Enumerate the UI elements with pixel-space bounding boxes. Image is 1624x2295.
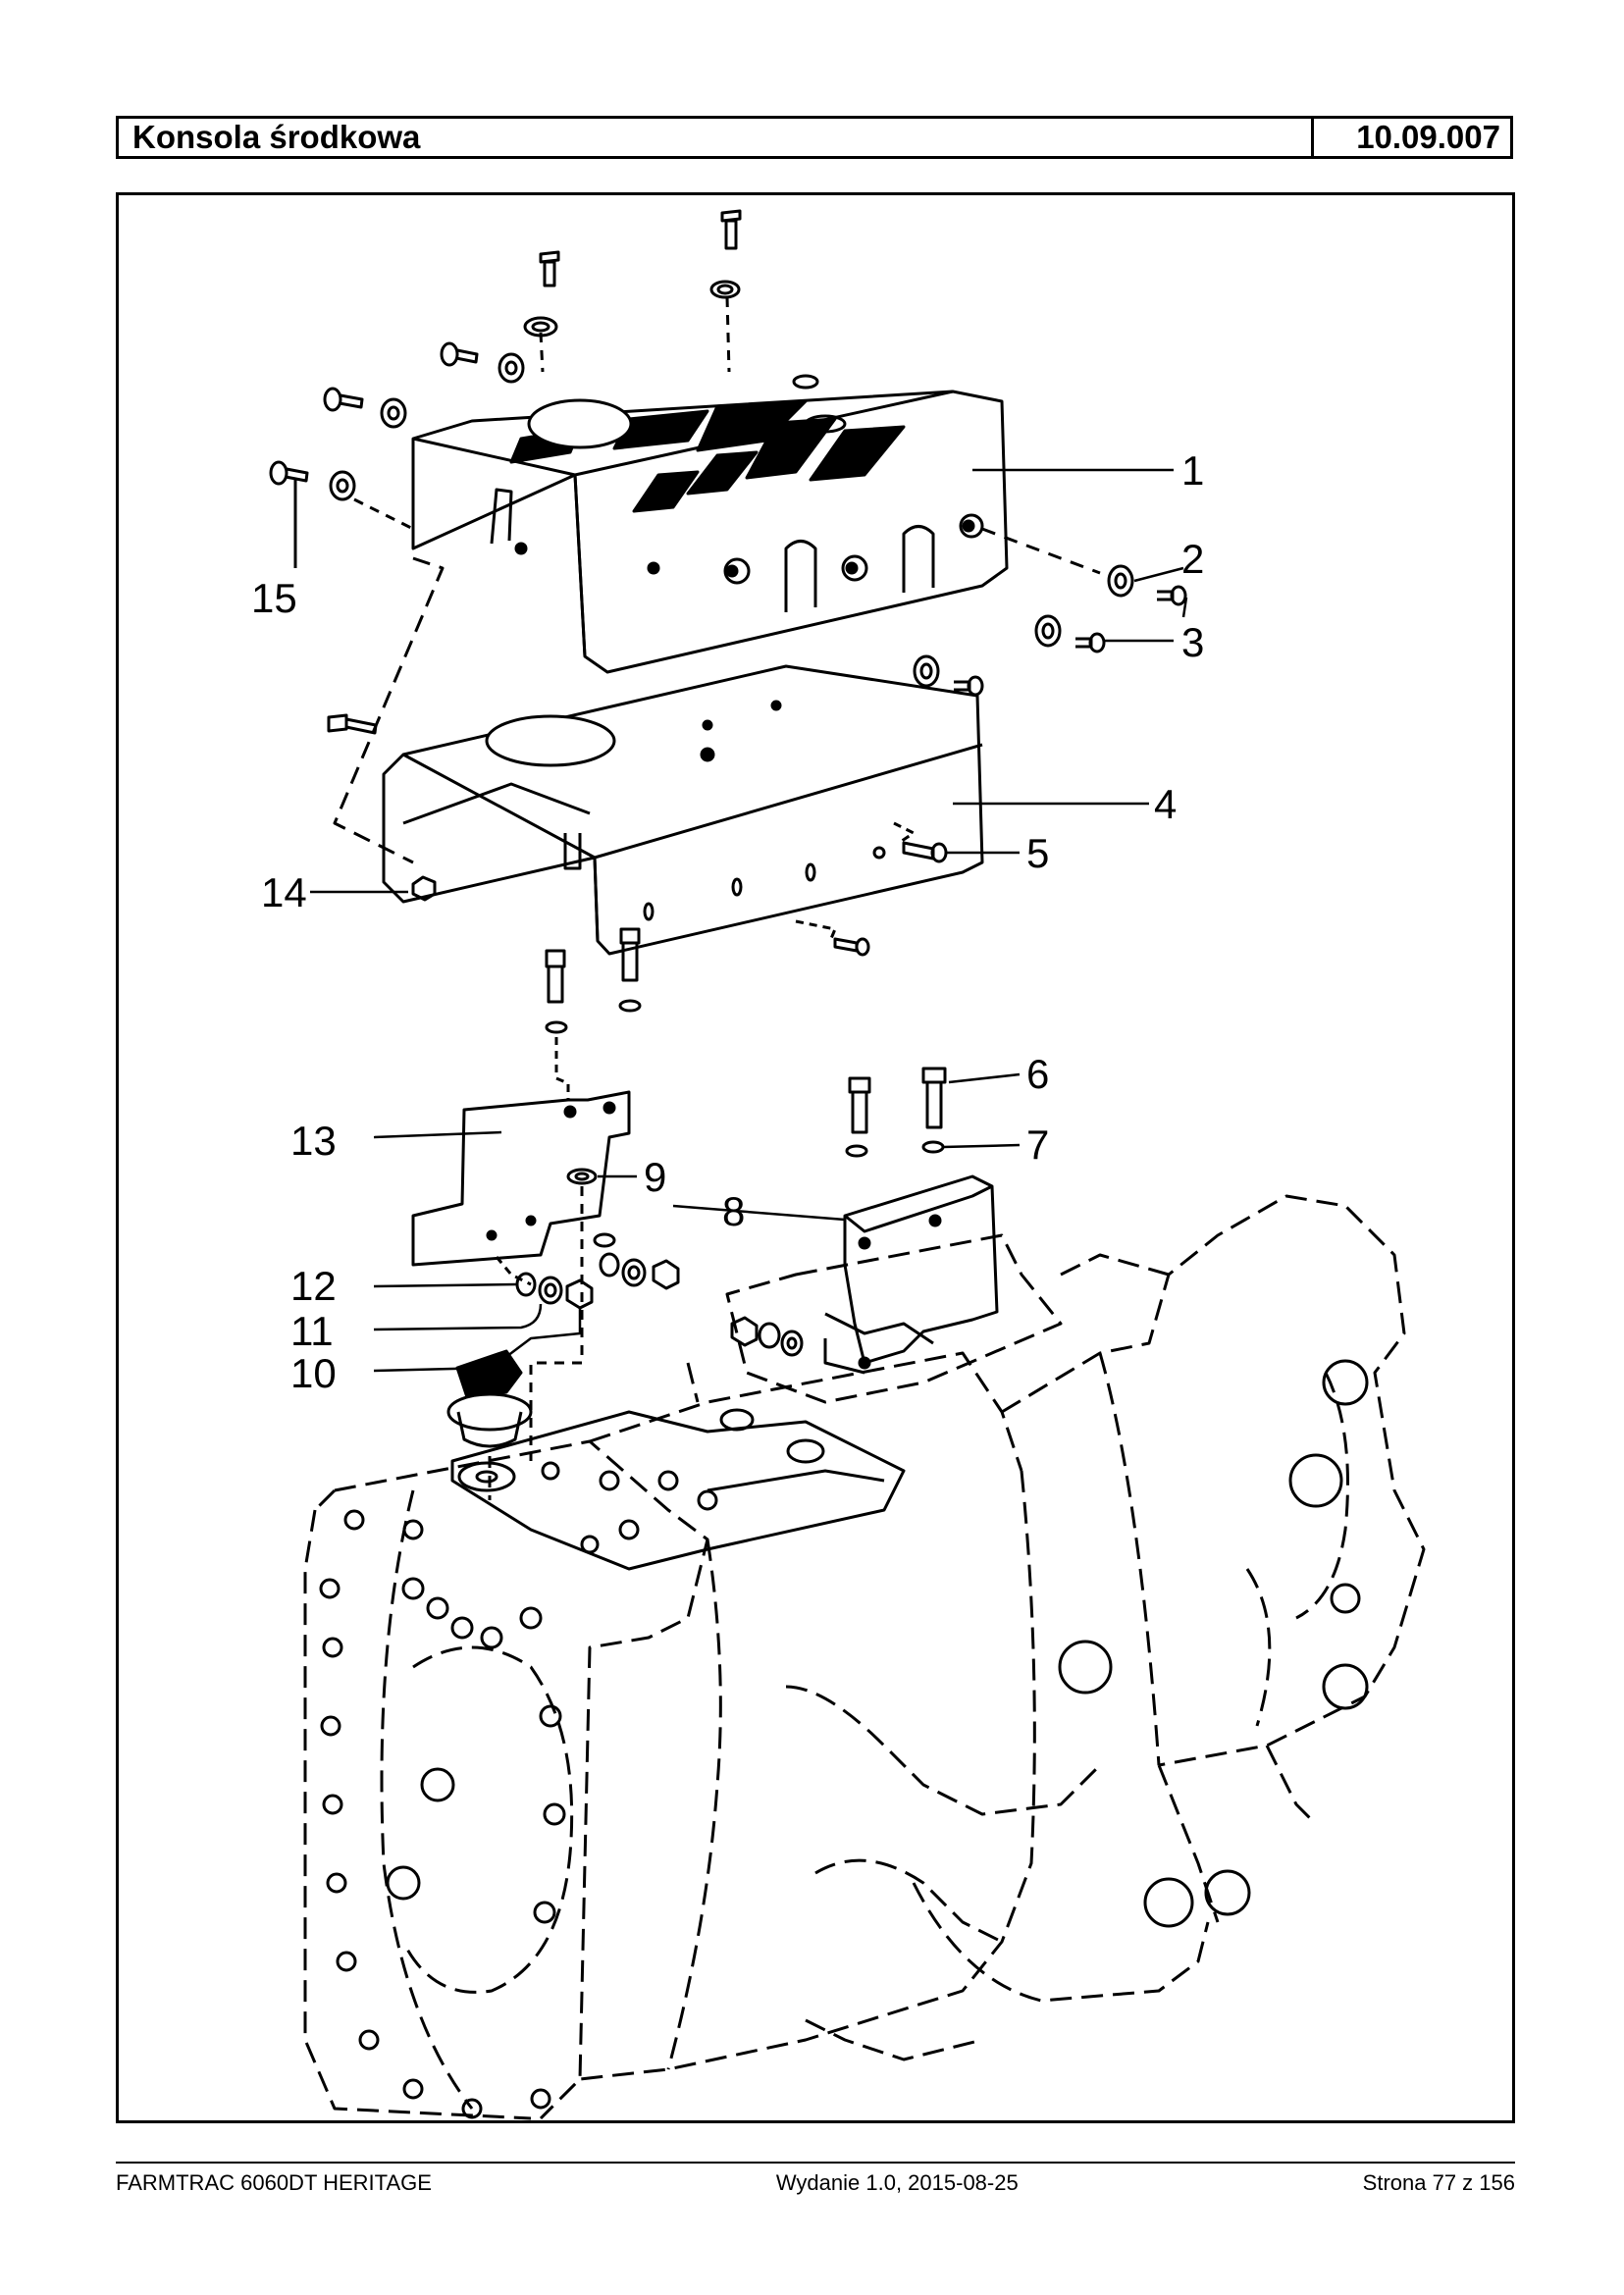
page-header: Konsola środkowa 10.09.007	[116, 116, 1513, 159]
callout-6: 6	[1026, 1051, 1049, 1097]
leader-lines	[310, 468, 1188, 1373]
housing-holes	[319, 1359, 1369, 2119]
callout-7: 7	[1026, 1121, 1049, 1168]
footer-model: FARMTRAC 6060DT HERITAGE	[116, 2170, 432, 2195]
callout-1: 1	[1181, 447, 1204, 494]
section-title: Konsola środkowa	[119, 119, 1314, 156]
footer-divider	[116, 2162, 1515, 2164]
page-footer: FARMTRAC 6060DT HERITAGE Wydanie 1.0, 20…	[116, 2170, 1515, 2196]
callout-3: 3	[1181, 619, 1204, 665]
diagram-drawing: 1 2 3 4 5 6 7 8 9 10 11 12 13 14 15	[251, 209, 1426, 2120]
callout-4: 4	[1154, 781, 1177, 827]
callout-10: 10	[290, 1350, 337, 1396]
section-code: 10.09.007	[1356, 119, 1500, 155]
lower-cover-part	[382, 664, 984, 956]
exploded-parts-diagram: 1 2 3 4 5 6 7 8 9 10 11 12 13 14 15	[116, 192, 1515, 2123]
callout-12: 12	[290, 1263, 337, 1309]
callout-5: 5	[1026, 830, 1049, 876]
transmission-housing	[303, 1194, 1426, 2120]
callout-8: 8	[722, 1188, 745, 1234]
filler-cap-part	[446, 1349, 533, 1500]
nuts-washers-group	[515, 1232, 804, 1357]
footer-edition: Wydanie 1.0, 2015-08-25	[775, 2170, 1019, 2195]
callout-14: 14	[261, 869, 307, 915]
footer-page: Strona 77 z 156	[1362, 2170, 1515, 2195]
top-cover-plate	[450, 1233, 1063, 1571]
console-cover-part	[411, 374, 1009, 674]
callout-11: 11	[290, 1308, 334, 1354]
bracket-13-part	[411, 1090, 631, 1286]
callout-13: 13	[290, 1118, 337, 1164]
callout-9: 9	[644, 1154, 666, 1200]
bracket-8-part	[823, 1174, 999, 1375]
fasteners-group	[269, 209, 1187, 1158]
callout-2: 2	[1181, 536, 1204, 582]
callout-15: 15	[251, 575, 297, 621]
callout-labels: 1 2 3 4 5 6 7 8 9 10 11 12 13 14 15	[251, 447, 1204, 1396]
